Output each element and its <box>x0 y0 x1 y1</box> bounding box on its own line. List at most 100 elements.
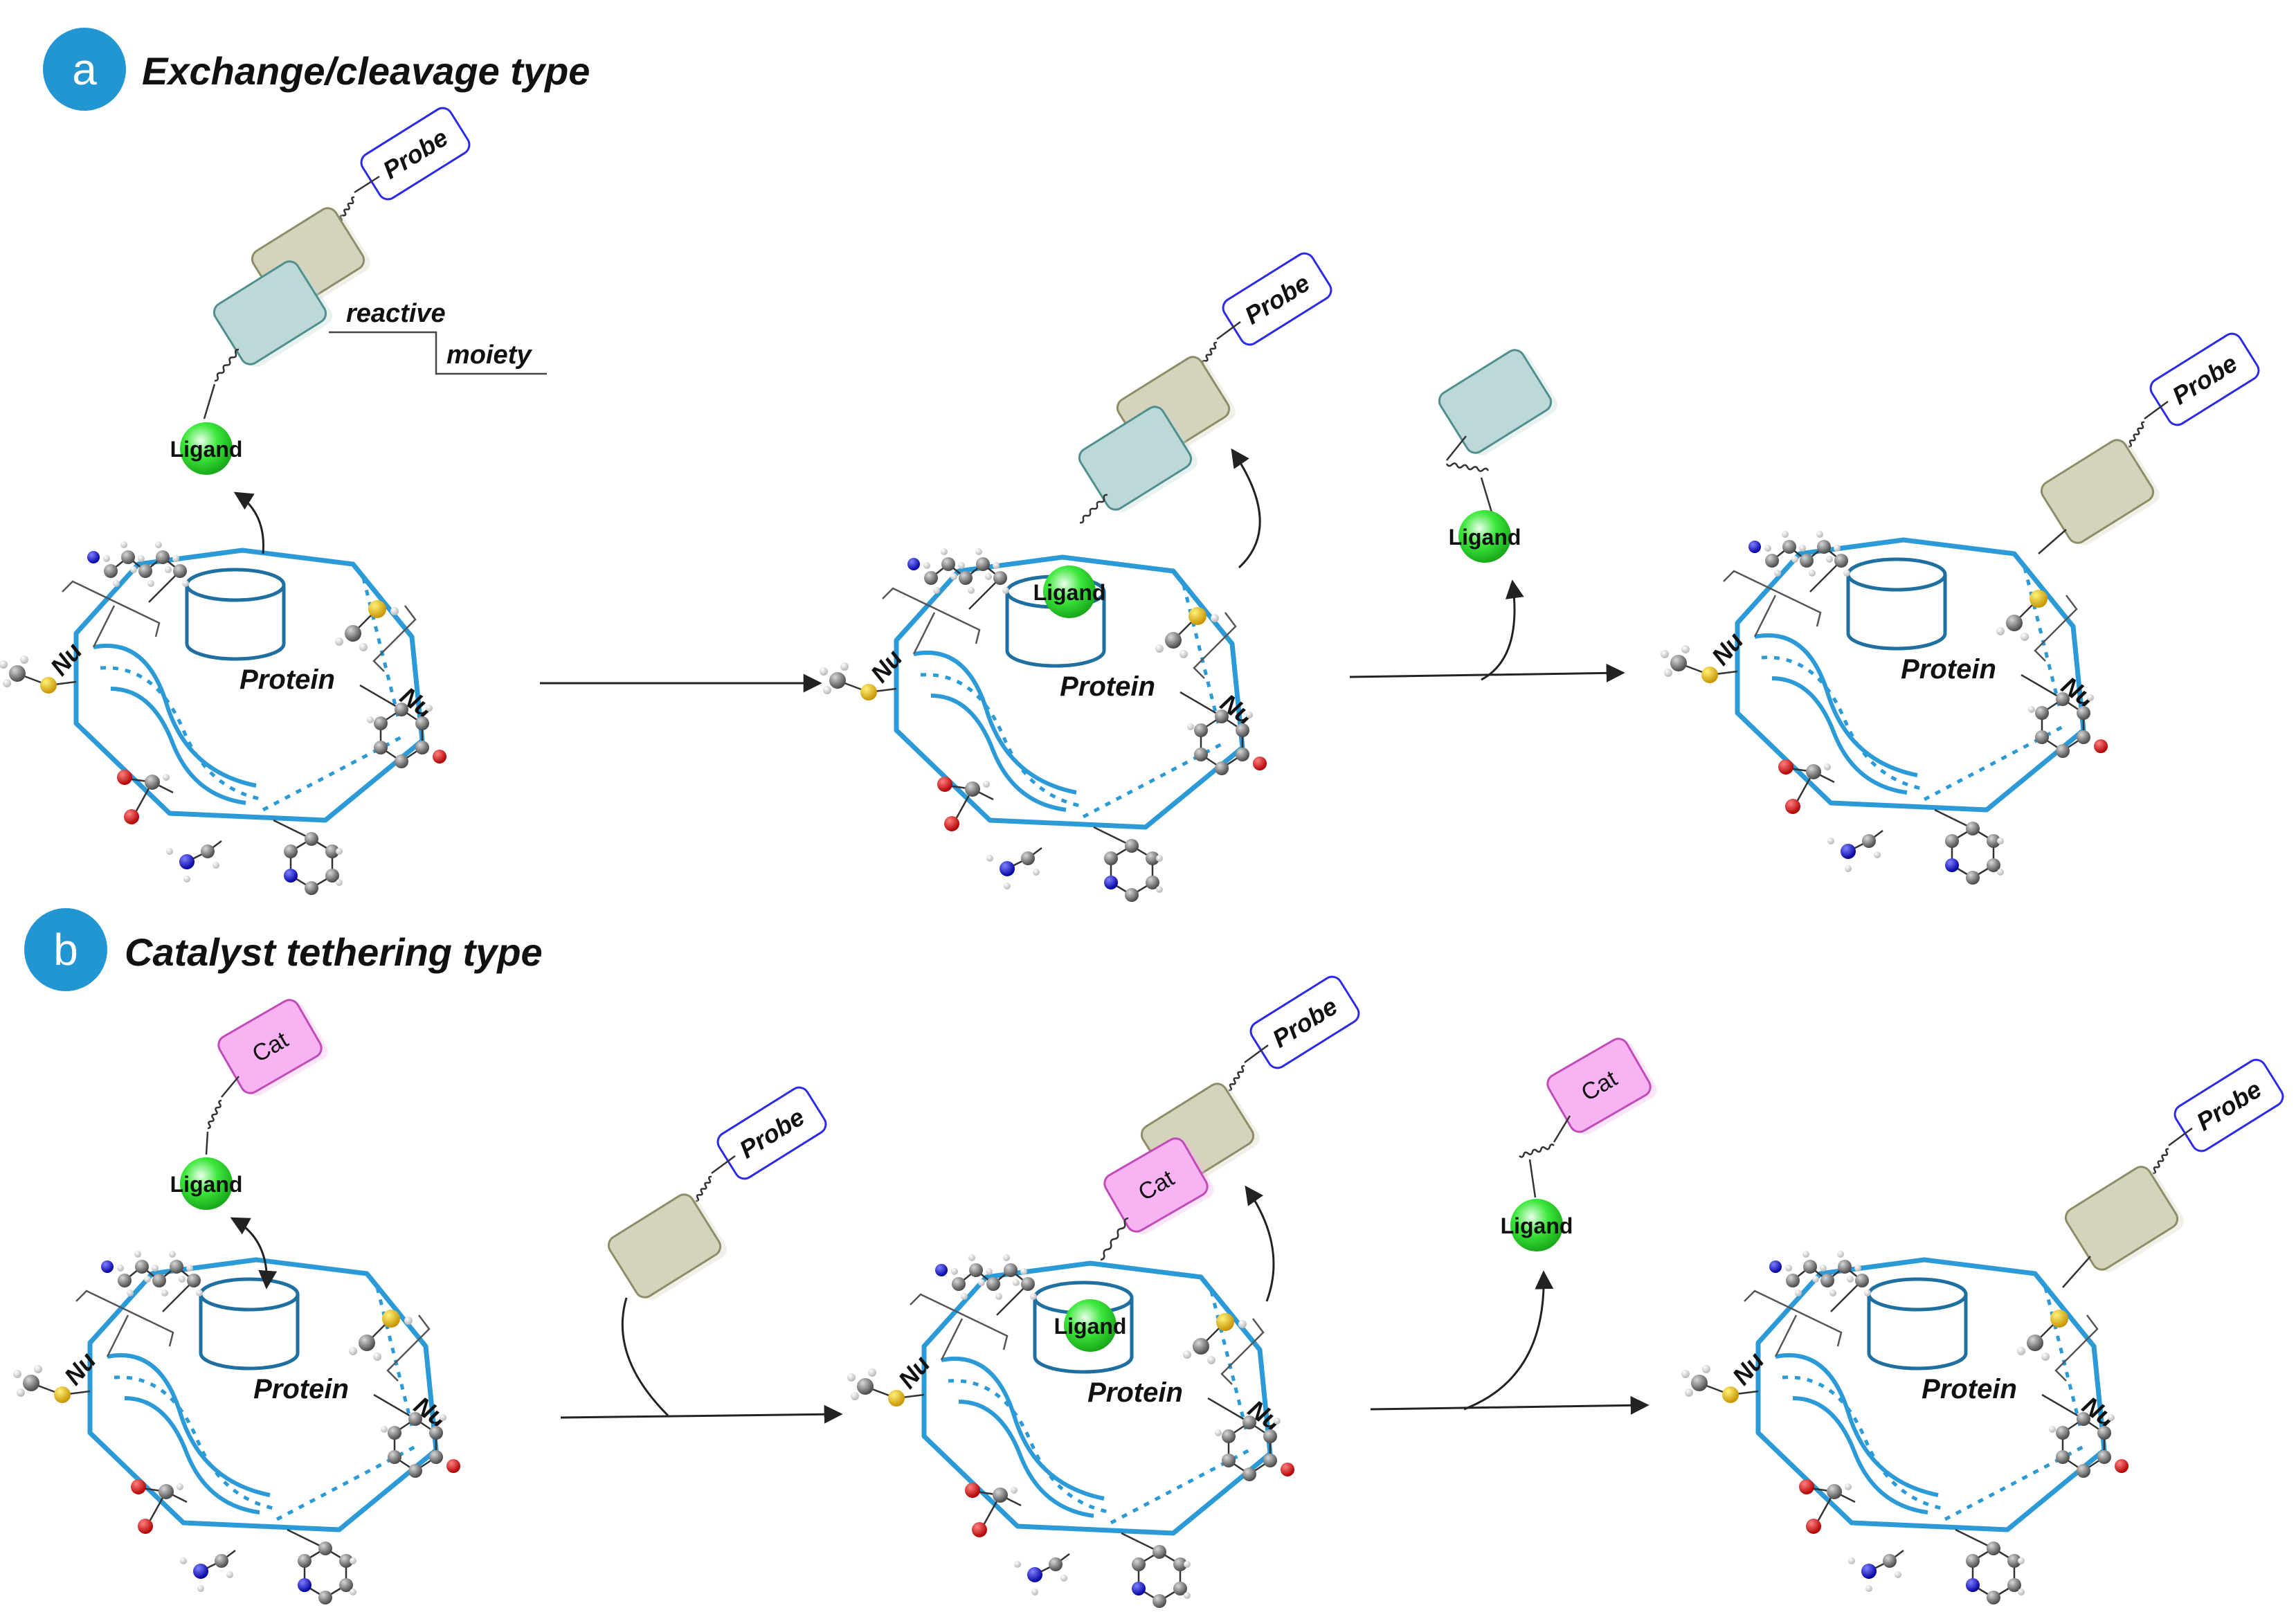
carbon-atom <box>305 832 318 846</box>
bond-line <box>1528 1159 1537 1198</box>
oxygen-atom <box>1806 1519 1821 1534</box>
carbon-atom <box>1194 723 1208 737</box>
carbon-atom <box>952 1277 966 1291</box>
hydrogen-atom <box>1874 851 1881 858</box>
cysteine-residue <box>1183 1321 1226 1364</box>
carbon-atom <box>993 571 1007 585</box>
carbon-atom <box>2056 744 2070 758</box>
panel-a-title: Exchange/cleavage type <box>142 49 590 93</box>
hydrogen-atom <box>986 1268 993 1275</box>
hydrogen-atom <box>1179 650 1188 658</box>
bond-line <box>148 570 181 603</box>
carbon-atom <box>2056 1426 2070 1440</box>
carbon-atom <box>1945 834 1959 848</box>
hydrogen-atom <box>1246 712 1253 718</box>
hydrogen-atom <box>995 1293 1002 1300</box>
carbon-atom <box>104 564 118 578</box>
carbon-atom <box>395 754 408 768</box>
carbon-atom <box>1883 1554 1897 1568</box>
catalyst-construct-b1: Cat <box>205 999 328 1155</box>
nu-tick <box>92 605 116 648</box>
nitrogen-atom <box>298 1578 311 1592</box>
cysteine-sulfur <box>1188 607 1219 625</box>
oxygen-atom <box>1281 1463 1294 1476</box>
protein-inner-curve <box>1754 633 1918 777</box>
hydrogen-atom <box>130 566 137 573</box>
hydrogen-atom <box>1802 1251 1809 1258</box>
arrow-b2-ligand-leave <box>1463 1270 1554 1411</box>
wavy-linker <box>1100 1217 1129 1261</box>
hydrogen-atom <box>978 1279 985 1286</box>
lysine-residue <box>935 1254 1037 1316</box>
hydrogen-atom <box>1211 614 1219 622</box>
arrow-a2 <box>1349 663 1625 682</box>
carbon-atom <box>359 1335 375 1351</box>
hydrogen-atom <box>169 1251 176 1258</box>
hydrogen-atom <box>152 1265 159 1272</box>
protein-dotted-curve <box>114 1375 278 1511</box>
bond-line <box>1955 1528 1994 1550</box>
bond-line <box>1121 1532 1160 1553</box>
hydrogen-atom <box>1848 1557 1855 1564</box>
bond-line <box>2062 1256 2091 1288</box>
sulfur-atom <box>1216 1313 1234 1331</box>
bond-line <box>1553 1115 1571 1143</box>
carbon-atom <box>429 1426 443 1440</box>
released-catalyst-ligand: Cat <box>1519 1038 1657 1198</box>
carbon-atom <box>9 665 26 682</box>
carbon-atom <box>1152 1545 1166 1559</box>
probe-box: Probe <box>2149 332 2266 428</box>
hydrogen-atom <box>950 573 957 580</box>
nitrogen-atom <box>1945 858 1959 872</box>
bond-line <box>2041 1393 2084 1420</box>
pocket-body <box>185 585 286 661</box>
ligand-sphere <box>1510 1199 1563 1251</box>
carbon-atom <box>1215 761 1229 775</box>
nu-label: Nu <box>2077 1391 2121 1433</box>
hydrogen-atom <box>1854 1265 1861 1272</box>
bond-line <box>1093 826 1132 847</box>
nitrogen-atom <box>1748 541 1761 553</box>
protein-dotted-curve <box>1782 1375 1946 1511</box>
hydrogen-atom <box>1829 1290 1836 1296</box>
carbon-atom <box>1838 1260 1852 1274</box>
bond-line <box>1809 560 1842 593</box>
hydrogen-atom <box>1997 869 2004 876</box>
carbon-atom <box>1862 834 1876 848</box>
hydrogen-atom <box>1681 1370 1690 1378</box>
carbon-atom <box>1966 822 1980 835</box>
carbon-atom <box>325 869 339 883</box>
protein-dotted-line <box>1082 742 1223 819</box>
oxygen-atom <box>937 777 952 792</box>
carbon-atom <box>215 1554 228 1568</box>
hydrogen-atom <box>1799 545 1806 552</box>
aromatic-residue <box>1955 1528 2025 1604</box>
aromatic-residue <box>1121 1532 1191 1608</box>
hydrogen-atom <box>17 1389 25 1397</box>
nu-tick <box>912 612 936 655</box>
lysine-residue <box>87 541 189 603</box>
protein-dotted-curve <box>100 666 264 802</box>
aromatic-residue <box>1093 826 1163 902</box>
carbon-atom <box>318 1591 332 1604</box>
carbon-atom <box>1004 1263 1018 1277</box>
pocket-body <box>199 1294 300 1371</box>
hydrogen-atom <box>1014 1561 1021 1568</box>
nu-bracket <box>2034 595 2078 662</box>
carbon-atom <box>2027 1335 2043 1351</box>
hydrogen-atom <box>155 541 162 548</box>
hydrogen-atom <box>373 1353 381 1361</box>
cysteine-sulfur <box>1216 1313 1247 1331</box>
carbon-atom <box>1165 632 1182 649</box>
cysteine-residue <box>2017 1318 2060 1361</box>
ligand: Ligand <box>1033 566 1105 618</box>
catalyst-box-body <box>1546 1038 1652 1133</box>
nu-label: Nu <box>2057 671 2100 713</box>
hydrogen-atom <box>820 667 828 676</box>
catalyst-box: Cat <box>1103 1137 1214 1235</box>
hydrogen-atom <box>1791 556 1798 563</box>
